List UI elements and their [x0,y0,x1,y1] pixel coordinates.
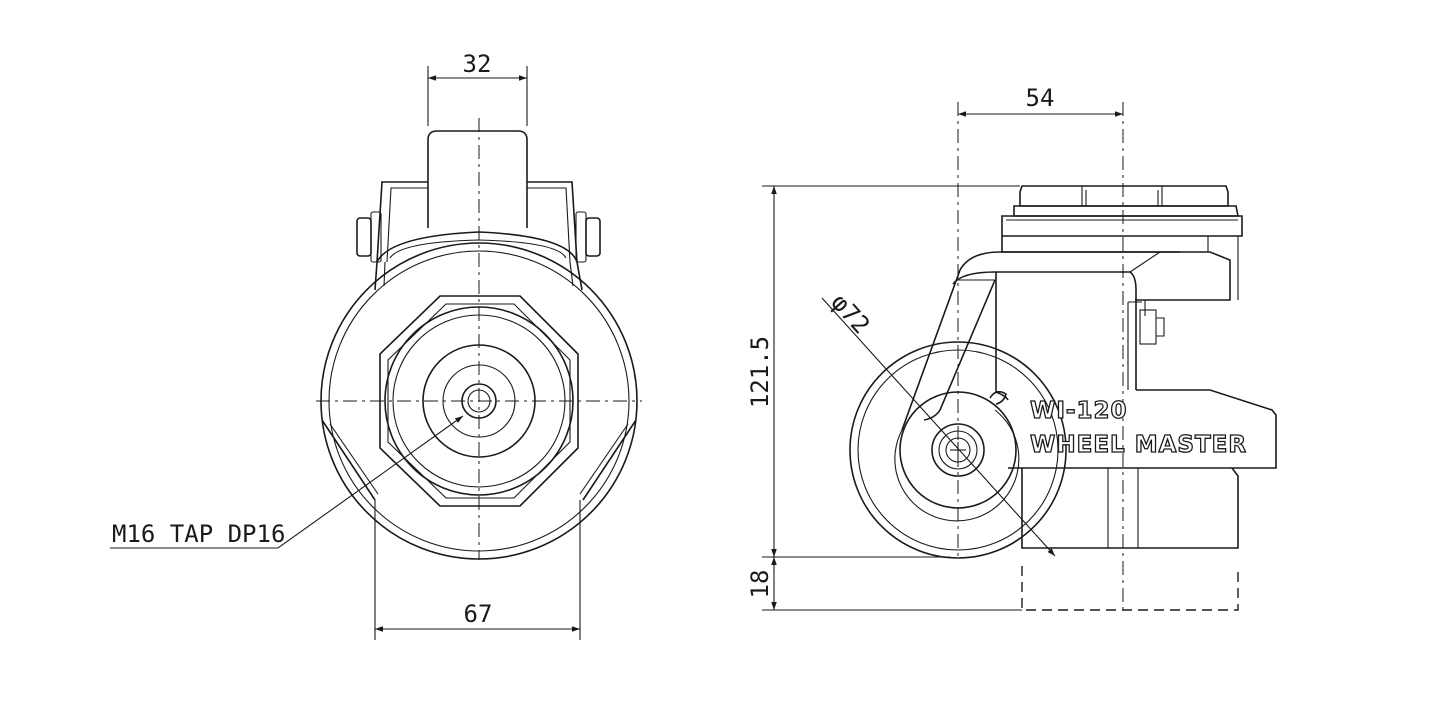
brand-label: WHEEL MASTER [1030,432,1247,458]
model-label: WI-120 [1030,398,1127,424]
dim-wheel-diameter: φ72 [826,288,876,339]
side-view: WI-120 WHEEL MASTER 54 φ72 121.5 18 [746,84,1277,612]
dim-front-top-width: 32 [463,50,492,78]
dim-side-offset: 54 [1026,84,1055,112]
dim-height-adjust: 18 [746,570,774,599]
tap-note: M16 TAP DP16 [112,520,285,548]
front-view: 32 67 M16 TAP DP16 [110,50,642,640]
dim-front-bottom-width: 67 [464,600,493,628]
dim-height-total: 121.5 [746,336,774,408]
